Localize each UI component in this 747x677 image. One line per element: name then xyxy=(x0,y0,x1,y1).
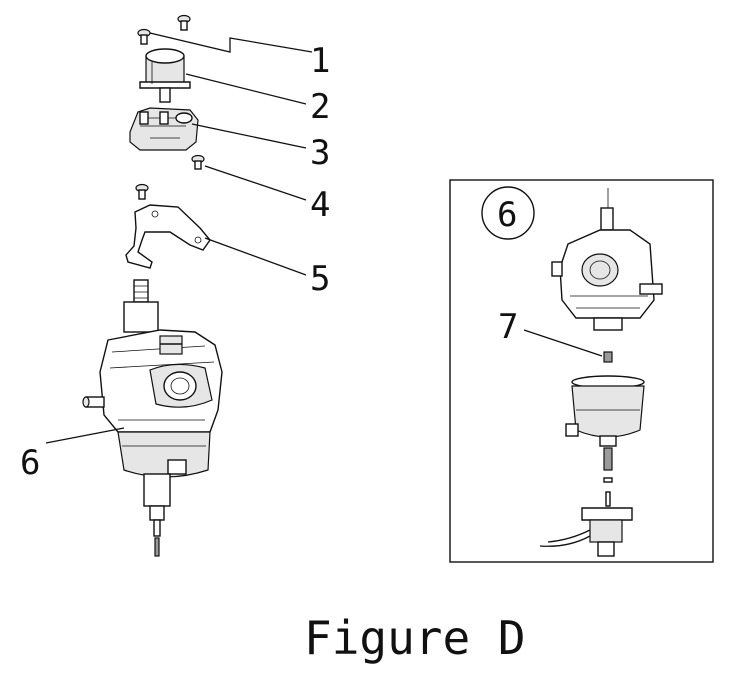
leader-7 xyxy=(523,329,603,357)
part-6-carburetor xyxy=(82,279,223,557)
part-1-screws xyxy=(137,14,191,45)
callout-numbers: 1 2 3 4 5 6 xyxy=(20,41,330,483)
inset-callout-6: 6 xyxy=(497,195,517,235)
callout-5: 5 xyxy=(310,259,330,299)
inset-panel: 6 xyxy=(449,179,714,563)
callout-1: 1 xyxy=(310,41,330,81)
callout-7: 7 xyxy=(498,307,518,347)
callout-4: 4 xyxy=(310,185,330,225)
part-4-screws xyxy=(135,154,205,200)
screw-right xyxy=(177,14,191,31)
inset-float-bowl xyxy=(565,375,645,483)
part-5-bracket xyxy=(125,204,211,269)
figure-caption: Figure D xyxy=(304,611,526,665)
leader-lines xyxy=(45,32,313,444)
screw-part4 xyxy=(191,154,205,170)
part-2-actuator xyxy=(139,48,191,103)
inset-carburetor-body xyxy=(551,188,663,331)
screw-left xyxy=(137,28,151,45)
screw-bracket xyxy=(135,183,149,200)
inset-badge: 6 xyxy=(481,186,535,240)
inset-solenoid xyxy=(539,491,633,557)
part-3-holder xyxy=(129,107,199,151)
callout-2: 2 xyxy=(310,87,330,127)
callout-3: 3 xyxy=(310,133,330,173)
callout-6: 6 xyxy=(20,443,40,483)
inset-part-7-jet xyxy=(603,351,613,363)
